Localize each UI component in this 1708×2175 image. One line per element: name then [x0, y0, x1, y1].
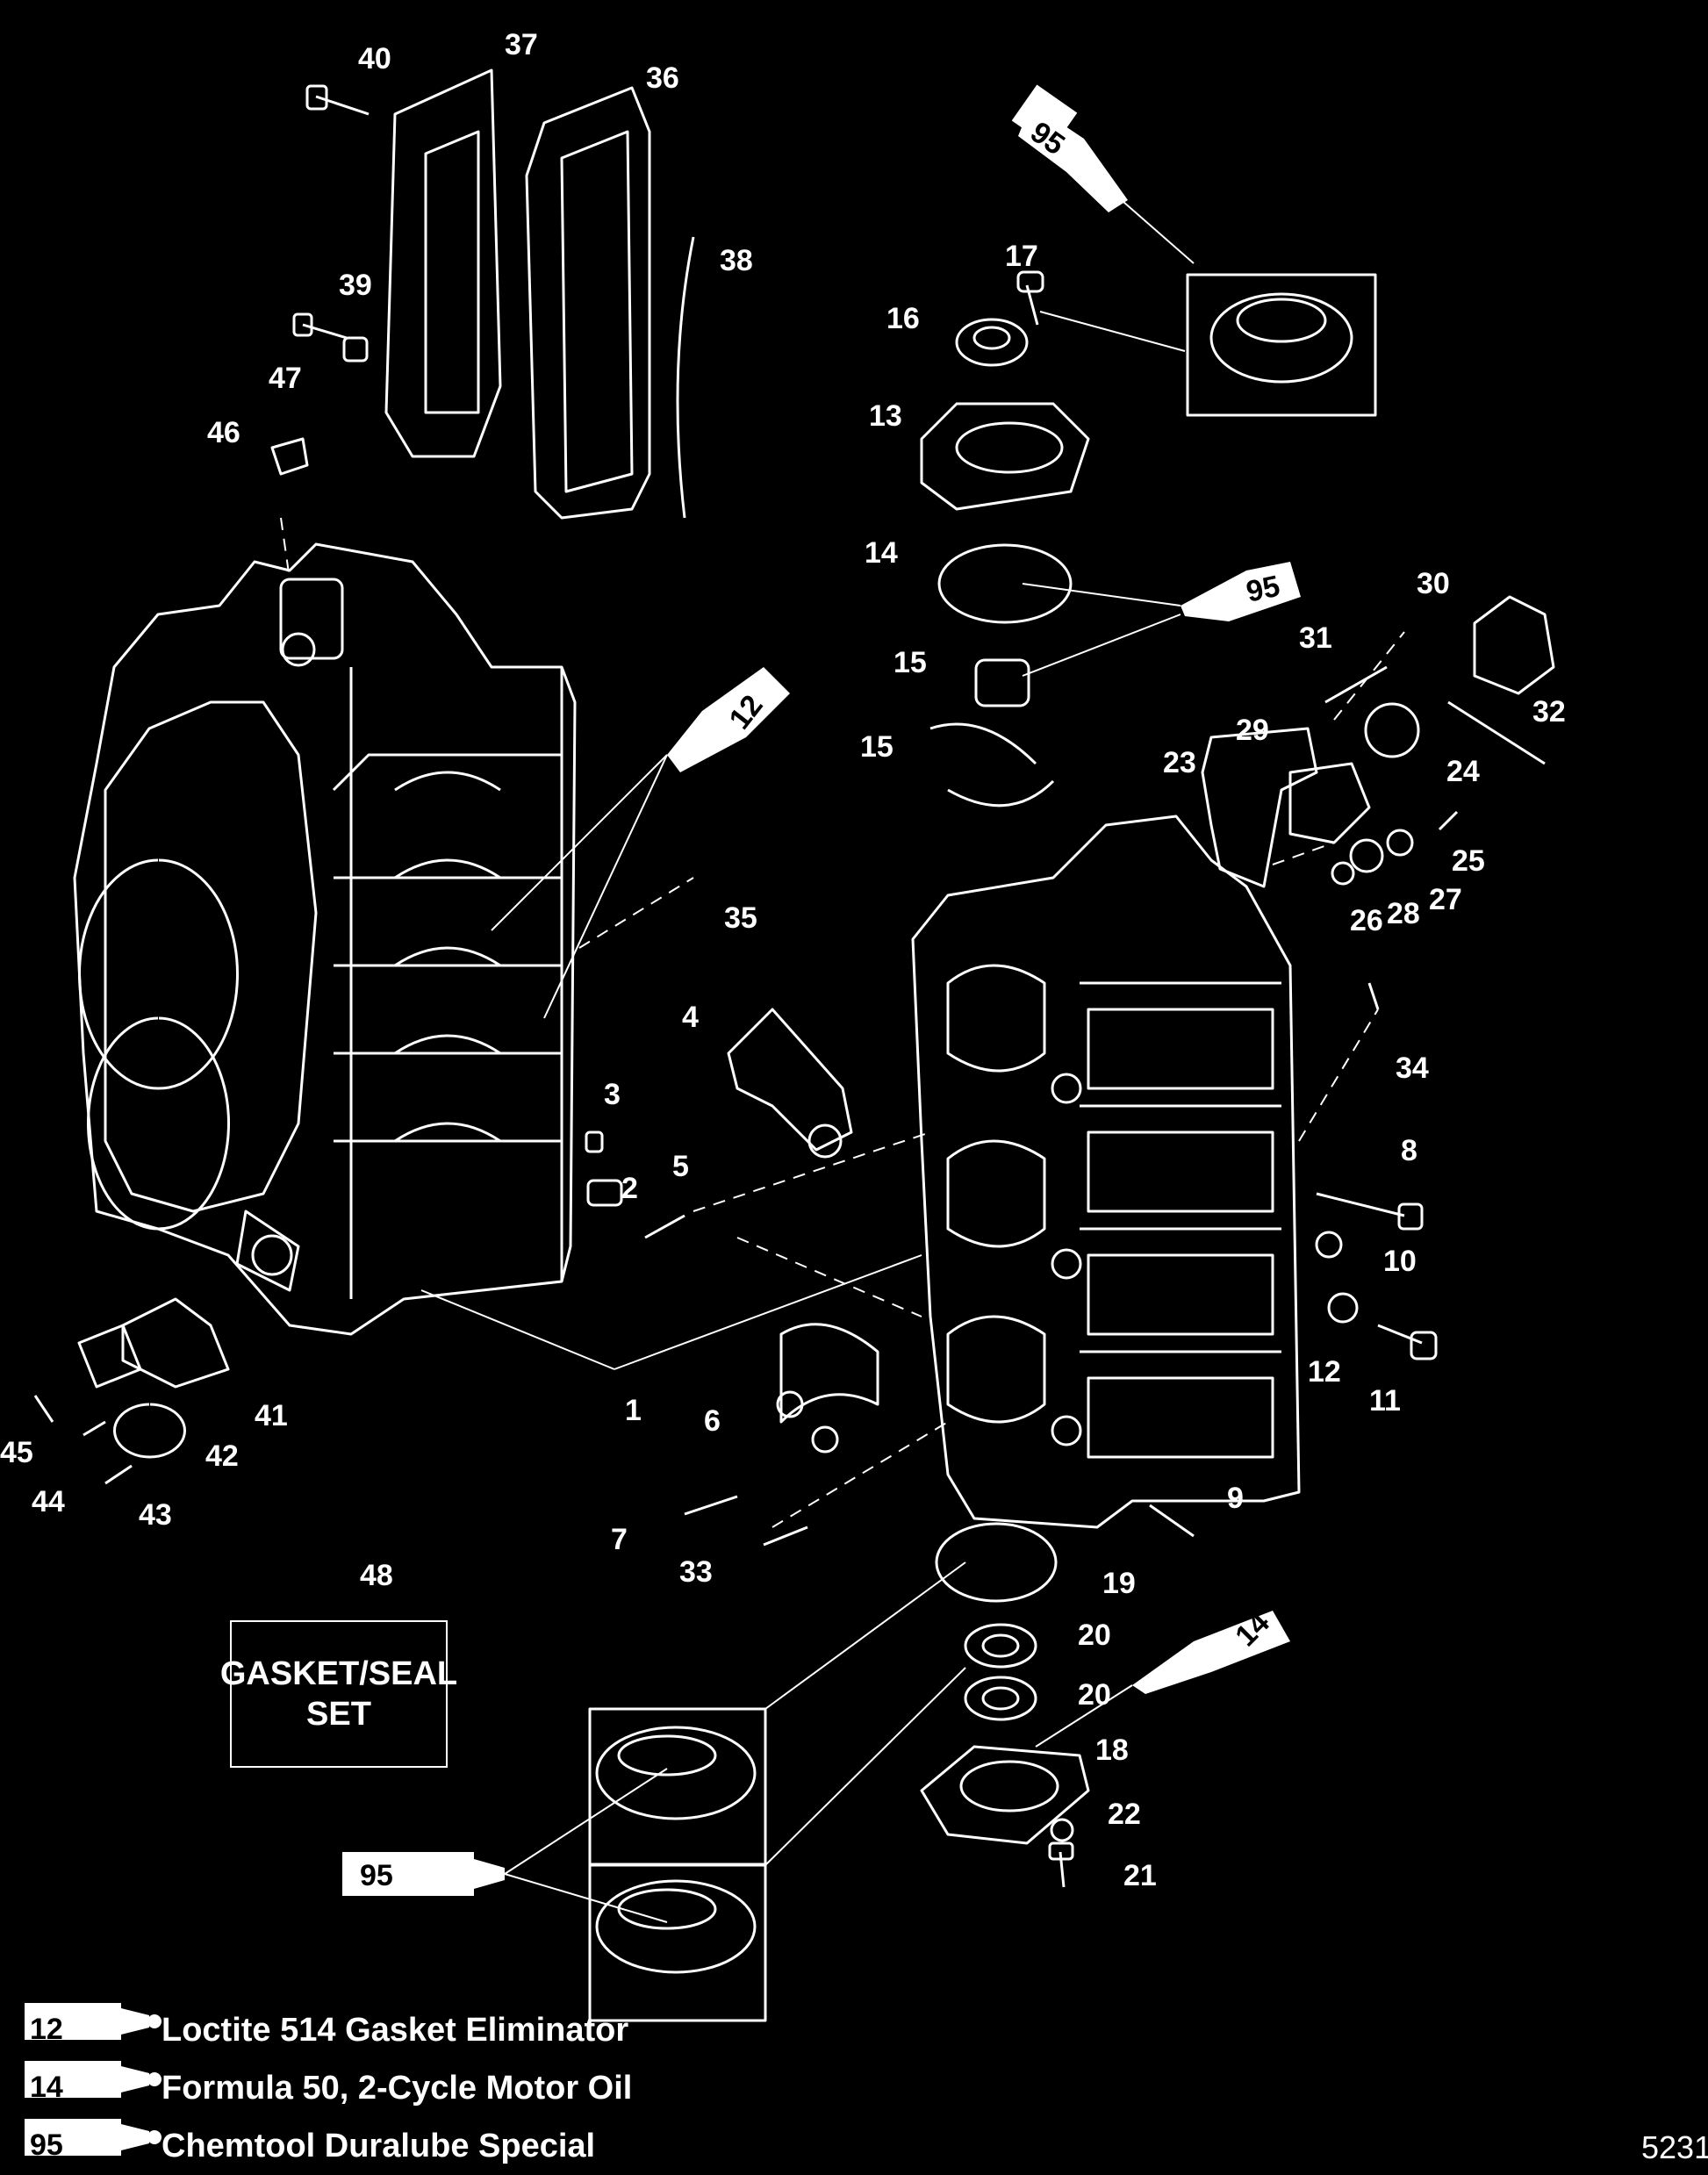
gasket-seal-set-box: GASKET/SEAL SET	[220, 1620, 457, 1768]
legend-row: 95 Chemtool Duralube Special	[23, 2117, 632, 2175]
callout-29: 29	[1236, 714, 1269, 747]
callout-12: 12	[1308, 1355, 1341, 1389]
legend-code: 12	[30, 2013, 63, 2046]
callout-8: 8	[1401, 1134, 1417, 1167]
callout-40: 40	[358, 42, 391, 75]
callout-4: 4	[682, 1001, 699, 1034]
callout-22: 22	[1108, 1798, 1141, 1831]
callout-9: 9	[1227, 1482, 1244, 1515]
callout-39: 39	[339, 269, 372, 302]
callout-35: 35	[724, 901, 757, 935]
callout-3: 3	[604, 1078, 621, 1111]
callout-47: 47	[269, 362, 302, 395]
callout-21: 21	[1123, 1859, 1157, 1892]
callout-26: 26	[1350, 904, 1383, 937]
callout-10: 10	[1383, 1245, 1417, 1278]
legend-tube-icons	[25, 2003, 161, 2156]
callout-44: 44	[32, 1485, 65, 1518]
callout-48: 48	[360, 1559, 393, 1592]
kit-label-line2: SET	[306, 1696, 371, 1733]
hardware	[33, 84, 1555, 2022]
exhaust-cover-plate	[384, 68, 695, 520]
callout-14: 14	[865, 536, 898, 570]
callout-33: 33	[679, 1555, 713, 1589]
callout-43: 43	[139, 1498, 172, 1532]
callout-16: 16	[886, 302, 920, 335]
legend-text: Formula 50, 2-Cycle Motor Oil	[161, 2069, 633, 2107]
callout-1: 1	[625, 1394, 642, 1427]
callout-11: 11	[1369, 1384, 1401, 1418]
callout-15-b: 15	[860, 730, 893, 764]
legend-row: 14 Formula 50, 2-Cycle Motor Oil	[23, 2059, 632, 2117]
callout-18: 18	[1095, 1734, 1129, 1767]
callout-34: 34	[1396, 1052, 1429, 1085]
sealant-tube-a: 95	[1011, 84, 1128, 212]
callout-31: 31	[1299, 621, 1332, 655]
callout-2: 2	[621, 1172, 638, 1205]
svg-text:95: 95	[1244, 570, 1283, 609]
svg-text:95: 95	[360, 1859, 393, 1892]
kit-label-line1: GASKET/SEAL	[219, 1655, 458, 1692]
sealant-legend: 12 Loctite 514 Gasket Eliminator 14 Form…	[23, 2001, 632, 2175]
leader-lines	[280, 201, 1405, 1923]
callout-6: 6	[704, 1404, 721, 1438]
callout-23: 23	[1163, 746, 1196, 779]
callout-27: 27	[1429, 883, 1462, 916]
legend-tube-icon: 12	[23, 2011, 154, 2049]
sealant-tube-d: 14	[1132, 1606, 1290, 1694]
legend-row: 12 Loctite 514 Gasket Eliminator	[23, 2001, 632, 2059]
callout-28: 28	[1387, 897, 1420, 930]
callout-37: 37	[505, 28, 538, 61]
cylinder-block	[73, 542, 577, 1336]
callout-46: 46	[207, 416, 240, 449]
sealant-tube-e: 95	[342, 1852, 505, 1896]
callout-19: 19	[1102, 1567, 1136, 1600]
callout-42: 42	[205, 1439, 239, 1473]
callout-24: 24	[1446, 755, 1480, 788]
callout-30: 30	[1417, 567, 1450, 600]
figure-code: 5231	[1641, 2129, 1708, 2165]
callout-15-a: 15	[893, 646, 927, 679]
callout-25: 25	[1452, 844, 1485, 878]
callout-32: 32	[1532, 695, 1566, 729]
callout-17: 17	[1005, 240, 1038, 273]
legend-text: Chemtool Duralube Special	[161, 2127, 596, 2164]
callouts: 1 2 3 4 5 6 7 8 9 10 11 12 13 14 15 15 1…	[0, 28, 1566, 1892]
callout-20-a: 20	[1078, 1619, 1111, 1652]
callout-20-b: 20	[1078, 1678, 1111, 1712]
legend-tube-icon: 95	[23, 2127, 154, 2165]
callout-13: 13	[869, 399, 902, 433]
legend-text: Loctite 514 Gasket Eliminator	[161, 2011, 629, 2049]
callout-5: 5	[672, 1150, 689, 1183]
legend-tube-icon: 14	[23, 2069, 154, 2107]
callout-38: 38	[720, 244, 753, 277]
sealant-tube-c: 12	[667, 667, 790, 772]
crankcase-cover	[911, 815, 1301, 1529]
callout-36: 36	[646, 61, 679, 95]
callout-41: 41	[255, 1399, 288, 1432]
callout-7: 7	[611, 1523, 628, 1556]
sealant-tube-b: 95	[1181, 562, 1301, 621]
callout-45: 45	[0, 1436, 33, 1469]
legend-code: 14	[30, 2071, 63, 2104]
legend-code: 95	[30, 2128, 63, 2162]
